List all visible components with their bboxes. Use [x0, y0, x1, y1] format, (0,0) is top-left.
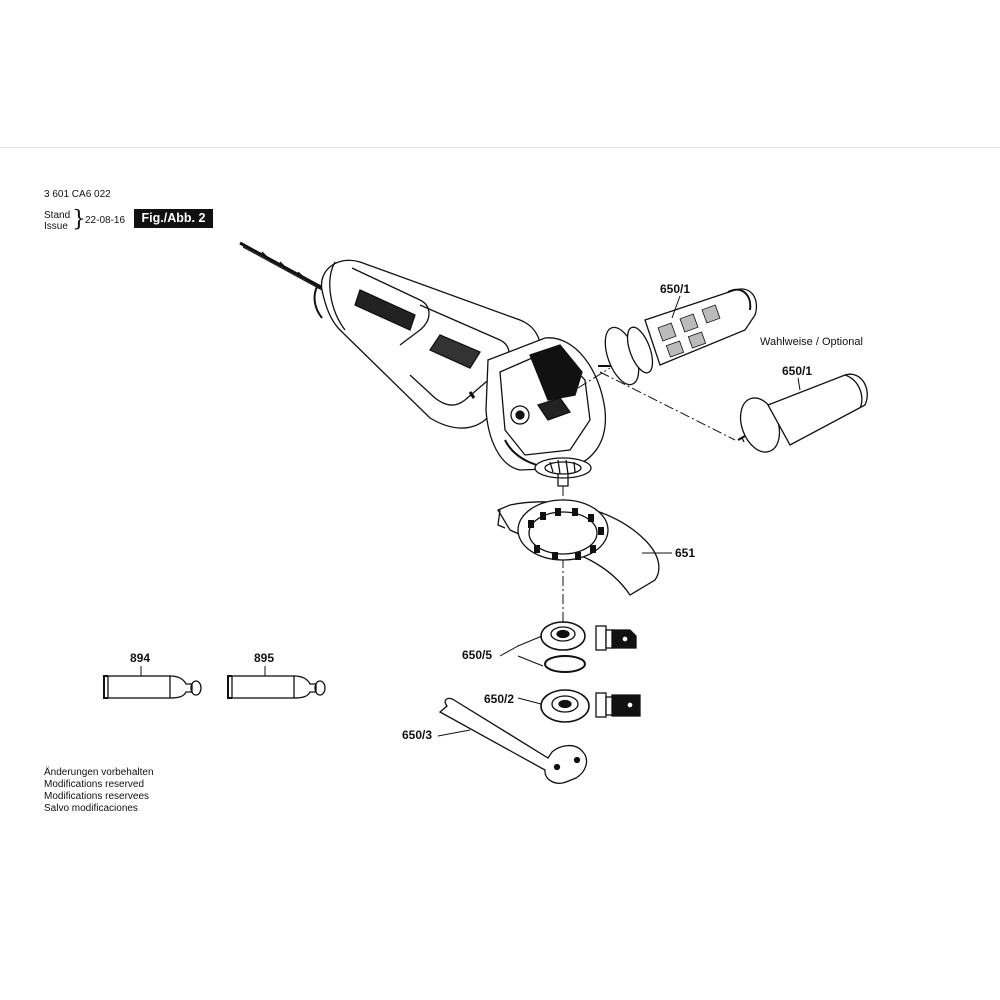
- grinder-body: [313, 259, 542, 429]
- document-number: 3 601 CA6 022: [44, 189, 111, 200]
- note-en: Modifications reserved: [44, 779, 145, 790]
- brace-icon: }: [72, 207, 86, 232]
- page-top-rule: [0, 147, 1000, 148]
- part-label-895: 895: [254, 651, 275, 665]
- leader-lines: [140, 295, 801, 737]
- stand-label: Stand: [44, 210, 71, 221]
- optional-note: Wahlweise / Optional: [760, 336, 863, 348]
- note-es: Salvo modificaciones: [44, 803, 138, 814]
- part-label-650-2: 650/2: [484, 692, 515, 706]
- part-label-894: 894: [130, 651, 151, 665]
- figure-label: Fig./Abb. 2: [134, 209, 213, 228]
- note-fr: Modifications reservees: [44, 791, 150, 802]
- part-label-650-5: 650/5: [462, 648, 493, 662]
- issue-date: 22-08-16: [85, 215, 126, 226]
- clamping-nut: [540, 689, 590, 723]
- part-label-650-3: 650/3: [402, 728, 433, 742]
- part-label-650-1-optional: 650/1: [782, 364, 813, 378]
- side-handle-top: [598, 288, 758, 386]
- flange-orientation-icon: [595, 625, 637, 651]
- wheel-guard: [497, 499, 660, 596]
- nut-orientation-icon: [595, 692, 641, 718]
- flange: [540, 621, 586, 673]
- grease-tube-894: [103, 675, 202, 699]
- part-label-651: 651: [675, 546, 696, 560]
- note-de: Änderungen vorbehalten: [44, 767, 154, 778]
- issue-label: Issue: [44, 221, 68, 232]
- modification-notes: Änderungen vorbehalten Modifications res…: [44, 767, 154, 815]
- power-cord: [239, 241, 334, 297]
- grease-tube-895: [227, 675, 326, 699]
- spanner-wrench: [438, 697, 588, 784]
- side-handle-optional: [737, 373, 868, 453]
- gear-head: [468, 337, 607, 487]
- part-label-650-1: 650/1: [660, 282, 691, 296]
